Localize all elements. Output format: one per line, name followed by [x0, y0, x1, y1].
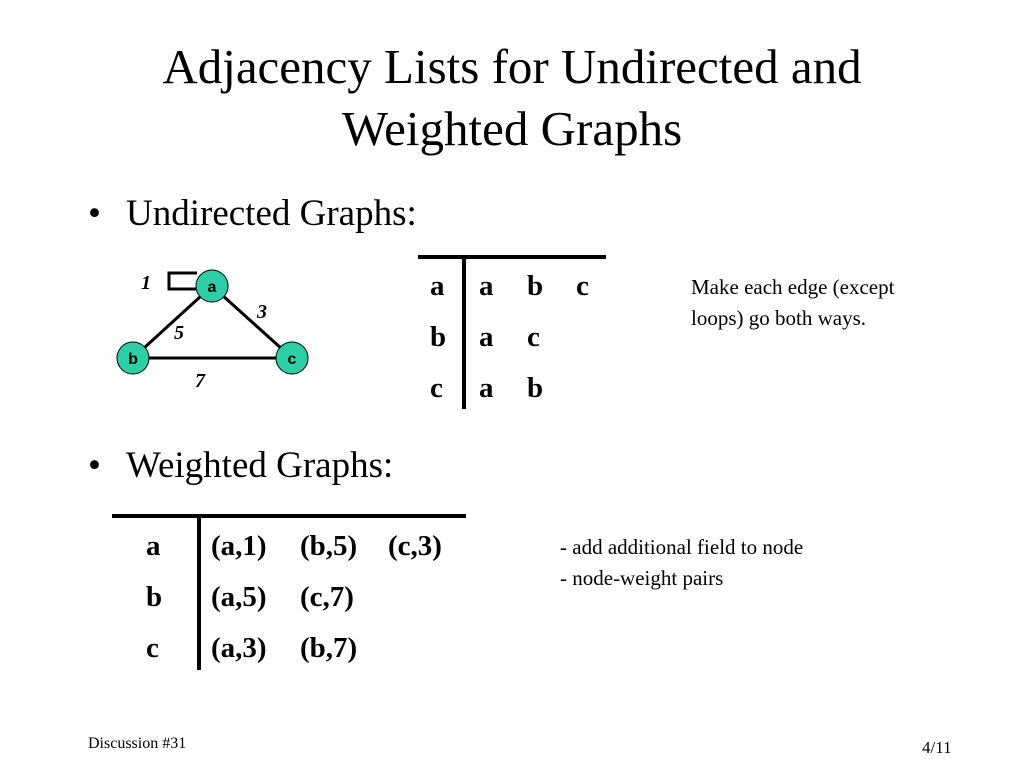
bullet-text: Weighted Graphs: — [126, 445, 394, 486]
title-line-1: Adjacency Lists for Undirected and — [162, 39, 862, 94]
edge-label-ab: 5 — [174, 322, 184, 344]
edge-loop-a — [167, 271, 197, 291]
node-c — [275, 341, 309, 375]
title-line-2: Weighted Graphs — [341, 101, 683, 156]
note-line: - node-weight pairs — [560, 566, 724, 590]
bullet-dot: • — [88, 445, 101, 486]
bullet-text: Undirected Graphs: — [126, 193, 417, 234]
edge-a-c — [210, 284, 294, 360]
node-b-label: b — [128, 351, 138, 368]
list-item: (a,3) — [211, 632, 267, 664]
row-head: a — [146, 530, 161, 562]
row-head: c — [146, 632, 159, 664]
slide-title: Adjacency Lists for Undirected and Weigh… — [0, 36, 1024, 160]
list-item: b — [527, 372, 544, 404]
list-item: (c,3) — [388, 530, 442, 562]
edge-a-b — [131, 284, 214, 360]
list-item: (a,5) — [211, 581, 267, 613]
note-line: - add additional field to node — [560, 535, 804, 559]
bullet-weighted-graphs: • Weighted Graphs: — [88, 446, 393, 486]
bullet-undirected-graphs: • Undirected Graphs: — [88, 194, 417, 234]
undirected-note: Make each edge (except loops) go both wa… — [691, 272, 971, 334]
list-item: b — [527, 270, 544, 302]
list-item: (a,1) — [211, 530, 267, 562]
edge-label-loop: 1 — [141, 272, 151, 294]
footer-page-number: 4/11 — [922, 738, 952, 757]
note-line: loops) go both ways. — [691, 306, 866, 330]
list-item: c — [527, 321, 540, 353]
list-item: a — [479, 372, 494, 404]
node-a — [195, 269, 229, 303]
list-item: a — [479, 270, 494, 302]
edge-label-ac: 3 — [256, 301, 267, 323]
weighted-note: - add additional field to node - node-we… — [560, 532, 890, 594]
note-line: Make each edge (except — [691, 275, 895, 299]
node-c-label: c — [288, 351, 297, 368]
bullet-dot: • — [88, 193, 101, 234]
list-item: a — [479, 321, 494, 353]
list-item: (c,7) — [300, 581, 354, 613]
row-head: a — [430, 270, 445, 302]
list-item: (b,5) — [300, 530, 358, 562]
list-item: c — [576, 270, 589, 302]
row-head: b — [430, 321, 447, 353]
list-item: (b,7) — [300, 632, 358, 664]
node-a-label: a — [208, 279, 217, 296]
footer-course-label: Discussion #31 — [88, 735, 187, 752]
edge-label-bc: 7 — [195, 370, 206, 392]
node-b — [116, 341, 150, 375]
row-head: b — [146, 581, 163, 613]
row-head: c — [430, 372, 443, 404]
